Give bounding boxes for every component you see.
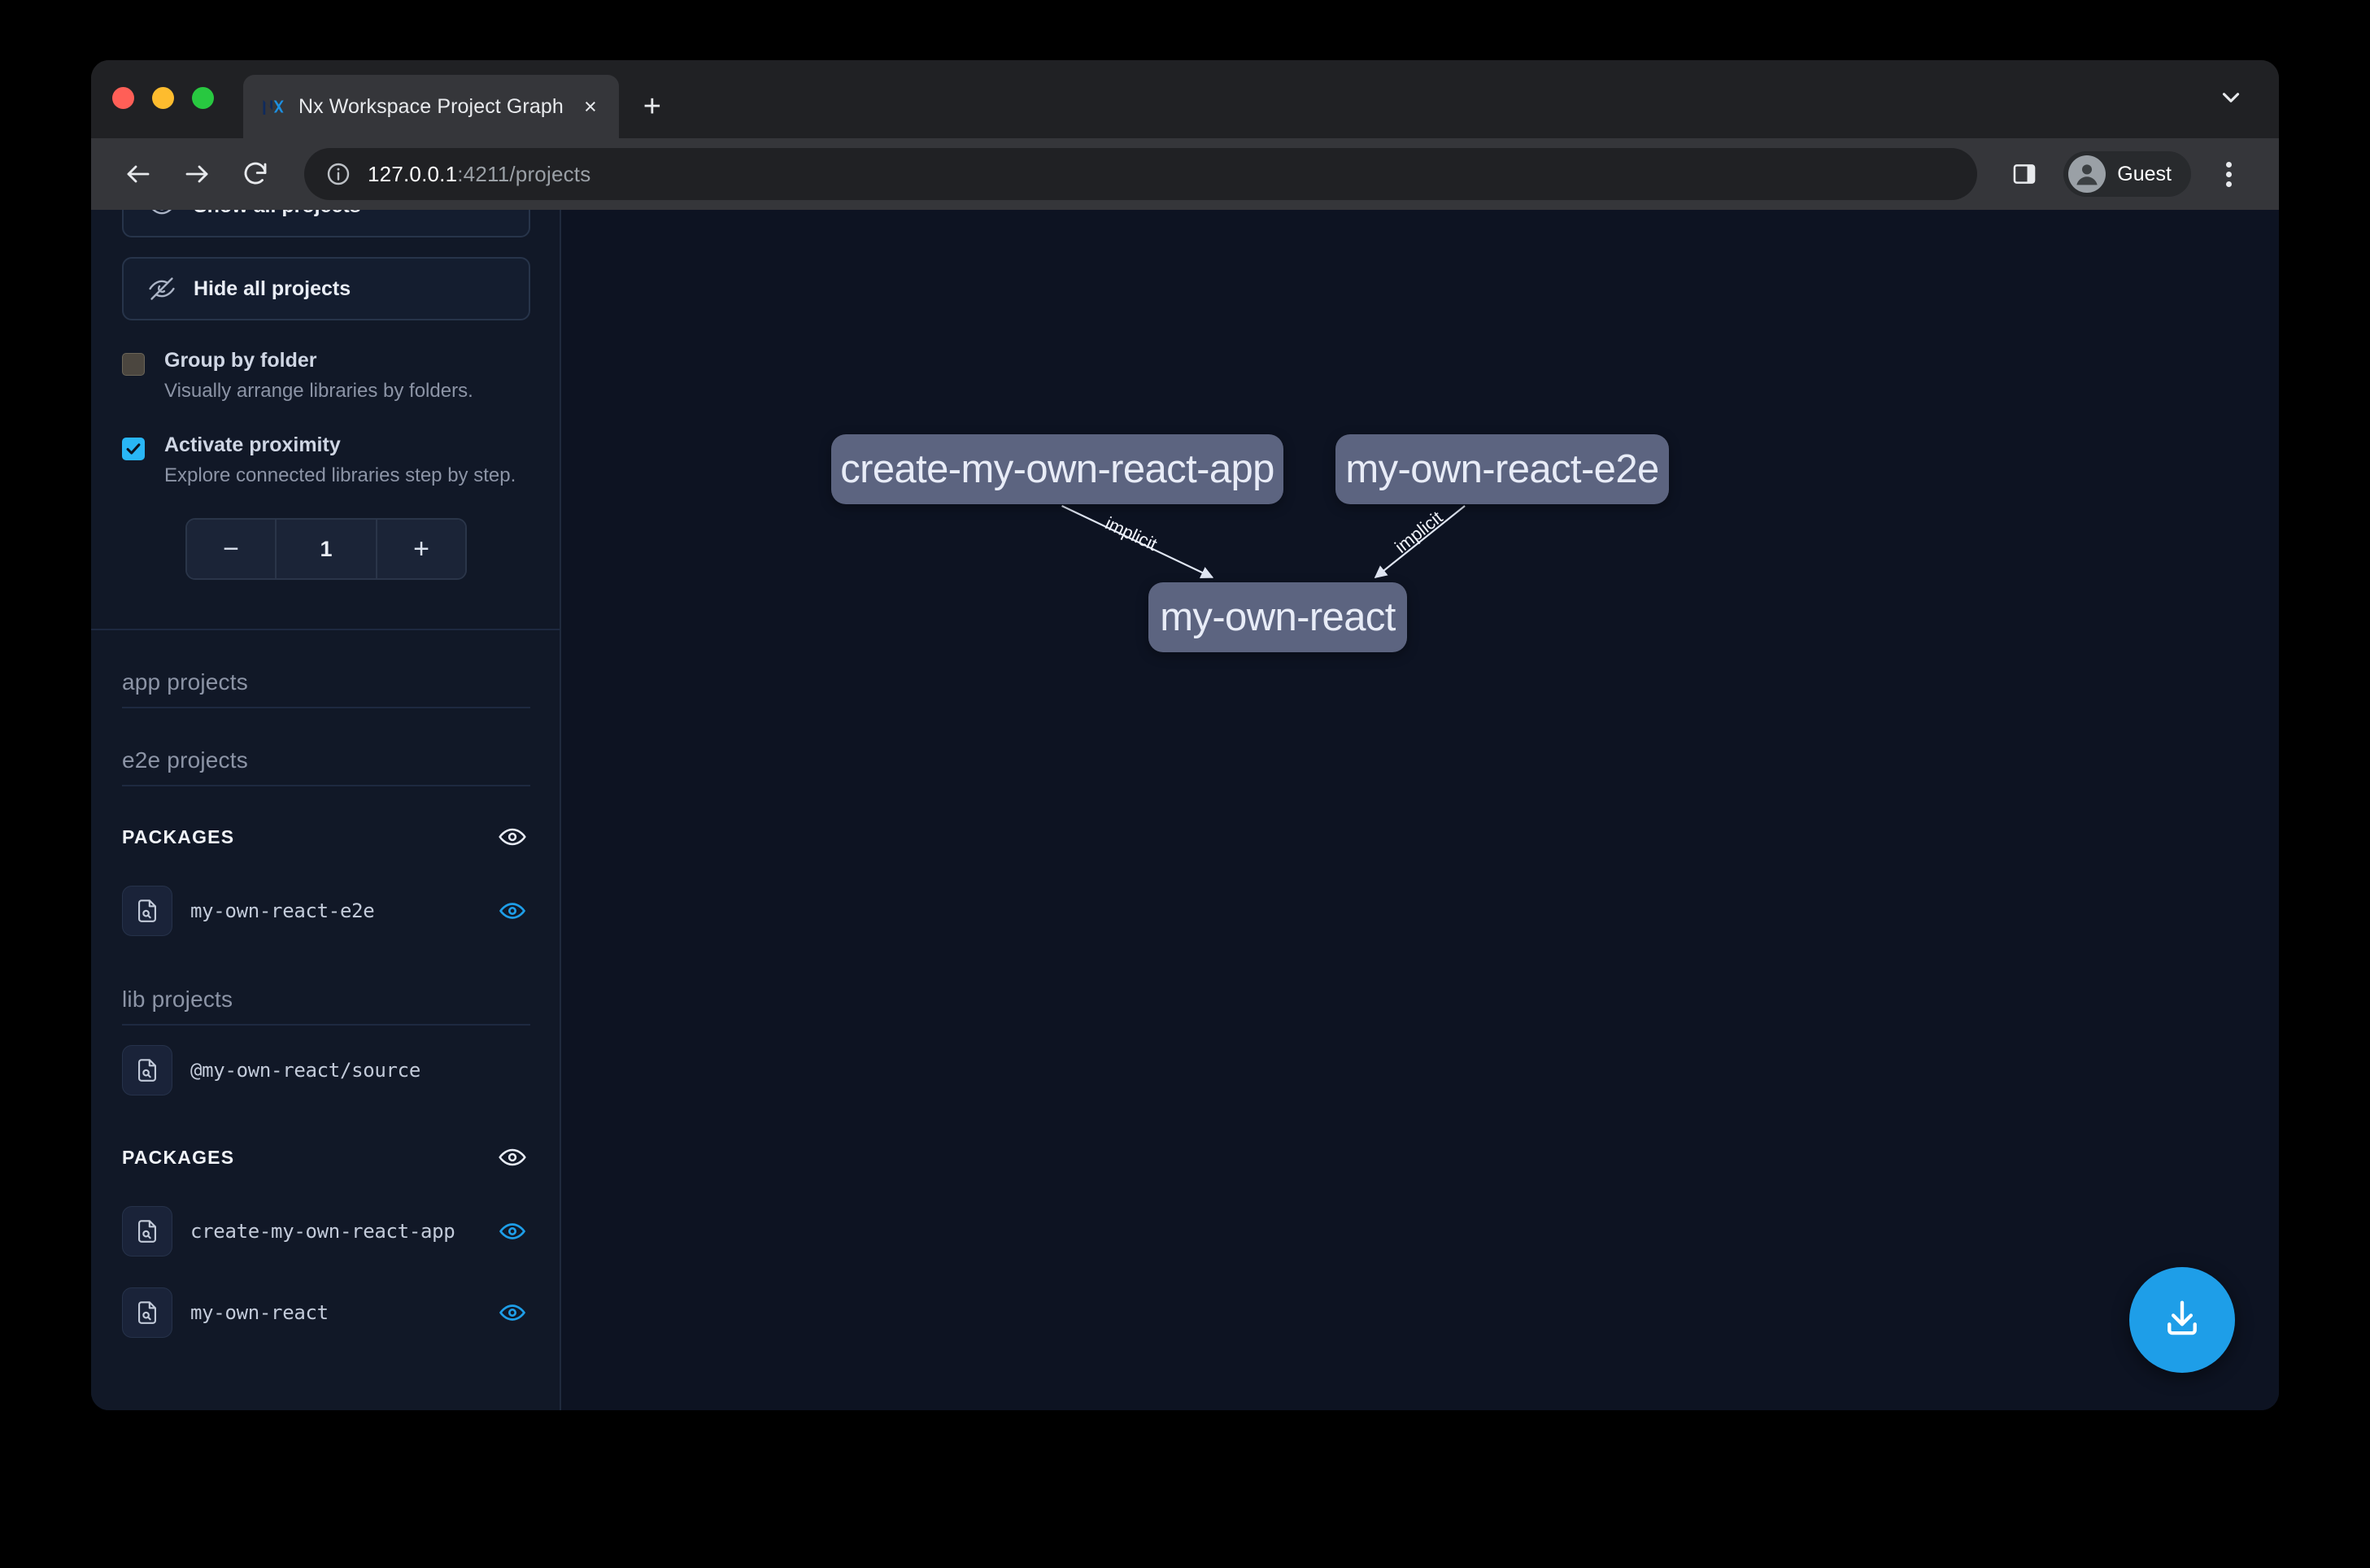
file-search-icon [122, 1045, 172, 1095]
graph-edge-label: implicit [1102, 513, 1160, 555]
option-title: Group by folder [164, 349, 317, 372]
proximity-decrement-button[interactable]: − [187, 520, 275, 578]
eye-off-icon [148, 275, 176, 303]
window-maximize-button[interactable] [192, 87, 214, 109]
section-heading-app-projects: app projects [122, 630, 530, 708]
address-bar-host: 127.0.0.1 [368, 162, 457, 186]
chevron-down-icon[interactable] [2217, 84, 2245, 115]
close-icon[interactable]: × [577, 93, 604, 120]
option-description: Visually arrange libraries by folders. [164, 378, 473, 404]
sidebar: Show all projects Hide all projects [91, 210, 561, 1410]
project-list-item[interactable]: create-my-own-react-app [122, 1195, 530, 1268]
project-list-item[interactable]: my-own-react [122, 1276, 530, 1349]
eye-icon[interactable] [494, 1295, 530, 1331]
download-button[interactable] [2129, 1267, 2235, 1373]
eye-icon [148, 210, 176, 220]
browser-menu-icon[interactable] [2207, 153, 2250, 195]
option-activate-proximity[interactable]: Activate proximity Explore connected lib… [122, 433, 530, 490]
proximity-stepper: − 1 + [185, 518, 467, 580]
back-button[interactable] [112, 148, 164, 200]
project-list-item[interactable]: @my-own-react/source [122, 1034, 530, 1107]
option-text: Group by folder Visually arrange librari… [164, 348, 473, 405]
address-bar-path: :4211/projects [457, 162, 590, 186]
graph-edge-label: implicit [1391, 507, 1446, 557]
option-description: Explore connected libraries step by step… [164, 463, 516, 489]
project-name: @my-own-react/source [190, 1059, 530, 1082]
address-bar[interactable]: 127.0.0.1:4211/projects [304, 148, 1977, 200]
reload-button[interactable] [229, 148, 281, 200]
eye-icon[interactable] [494, 1213, 530, 1249]
checkbox-group-by-folder[interactable] [122, 353, 145, 376]
hide-all-projects-label: Hide all projects [194, 277, 351, 301]
option-title: Activate proximity [164, 433, 341, 456]
section-lib-projects: lib projects @my-own-react/source [91, 947, 561, 1349]
section-e2e-projects: e2e projects PACKAGES [91, 708, 561, 947]
menu-dot [2226, 172, 2232, 177]
file-search-icon [122, 886, 172, 936]
hide-all-projects-button[interactable]: Hide all projects [122, 257, 530, 320]
packages-label: PACKAGES [122, 1147, 234, 1169]
tab-title: Nx Workspace Project Graph [298, 95, 564, 119]
address-bar-url: 127.0.0.1:4211/projects [368, 162, 590, 187]
sidebar-top-actions: Show all projects Hide all projects [91, 210, 561, 580]
window-minimize-button[interactable] [152, 87, 174, 109]
project-name: my-own-react-e2e [190, 899, 477, 922]
tab-strip: Nx Workspace Project Graph × + [91, 60, 2279, 138]
profile-chip[interactable]: Guest [2063, 151, 2191, 197]
section-heading-e2e-projects: e2e projects [122, 708, 530, 786]
forward-button[interactable] [171, 148, 223, 200]
browser-tab[interactable]: Nx Workspace Project Graph × [243, 75, 619, 138]
sidebar-scroll-content: Show all projects Hide all projects [91, 210, 561, 1349]
section-app-projects: app projects [91, 630, 561, 708]
packages-group-header[interactable]: PACKAGES [122, 1107, 530, 1187]
browser-window: Nx Workspace Project Graph × + [91, 60, 2279, 1410]
project-name: my-own-react [190, 1301, 477, 1324]
option-text: Activate proximity Explore connected lib… [164, 433, 516, 490]
eye-icon[interactable] [494, 1139, 530, 1175]
site-info-icon[interactable] [325, 161, 351, 187]
side-panel-icon[interactable] [2003, 153, 2045, 195]
proximity-increment-button[interactable]: + [377, 520, 465, 578]
menu-dot [2226, 162, 2232, 168]
eye-icon[interactable] [494, 893, 530, 929]
section-heading-lib-projects: lib projects [122, 947, 530, 1026]
graph-node-my-own-react[interactable]: my-own-react [1148, 582, 1407, 652]
project-graph-canvas[interactable]: implicit implicit create-my-own-react-ap… [561, 210, 2279, 1410]
packages-group-header[interactable]: PACKAGES [122, 786, 530, 866]
window-traffic-lights [112, 60, 214, 138]
project-list-item[interactable]: my-own-react-e2e [122, 874, 530, 947]
tab-strip-right [2217, 60, 2279, 138]
browser-toolbar: 127.0.0.1:4211/projects Guest [91, 138, 2279, 210]
menu-dot [2226, 181, 2232, 187]
window-close-button[interactable] [112, 87, 134, 109]
proximity-value[interactable]: 1 [275, 520, 377, 578]
file-search-icon [122, 1287, 172, 1338]
show-all-projects-button[interactable]: Show all projects [122, 210, 530, 237]
new-tab-button[interactable]: + [630, 85, 674, 128]
project-name: create-my-own-react-app [190, 1220, 477, 1243]
nx-project-graph-page: Show all projects Hide all projects [91, 210, 2279, 1410]
avatar [2068, 155, 2106, 193]
eye-icon[interactable] [494, 819, 530, 855]
download-icon [2159, 1295, 2206, 1346]
nx-logo-icon [261, 94, 285, 119]
profile-name: Guest [2117, 163, 2172, 186]
show-all-projects-label: Show all projects [194, 210, 361, 218]
file-search-icon [122, 1206, 172, 1257]
graph-edges: implicit implicit [561, 210, 2279, 1410]
graph-node-my-own-react-e2e[interactable]: my-own-react-e2e [1335, 434, 1669, 504]
option-group-by-folder[interactable]: Group by folder Visually arrange librari… [122, 348, 530, 405]
checkbox-activate-proximity[interactable] [122, 438, 145, 460]
packages-label: PACKAGES [122, 826, 234, 848]
graph-node-create-my-own-react-app[interactable]: create-my-own-react-app [831, 434, 1283, 504]
